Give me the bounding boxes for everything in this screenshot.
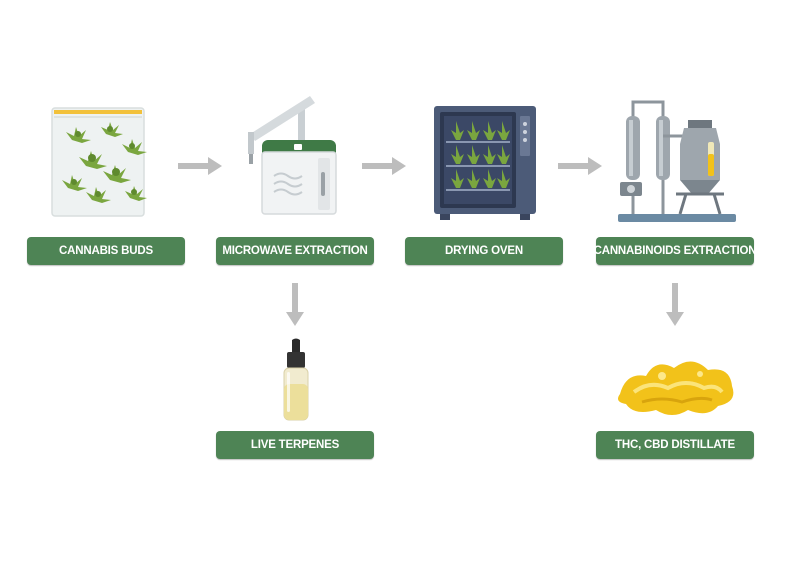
arrow-buds-to-microwave bbox=[178, 157, 222, 175]
drying-oven-icon bbox=[434, 106, 536, 220]
arrow-drying-to-cannabinoids bbox=[558, 157, 602, 175]
arrow-cannabinoids-to-distillate bbox=[666, 283, 684, 326]
microwave-extractor-icon bbox=[248, 96, 337, 215]
arrow-microwave-to-terpenes bbox=[286, 283, 304, 326]
dropper-bottle-icon bbox=[283, 338, 309, 421]
distillate-icon bbox=[618, 361, 734, 415]
label-microwave-extraction: MICROWAVE EXTRACTION bbox=[216, 237, 374, 265]
label-cannabinoids-extraction: CANNABINOIDS EXTRACTION bbox=[594, 237, 757, 265]
extraction-apparatus-icon bbox=[618, 100, 736, 222]
label-cannabis-buds: CANNABIS BUDS bbox=[27, 237, 185, 265]
label-live-terpenes: LIVE TERPENES bbox=[216, 431, 374, 459]
label-thc-cbd-distillate: THC, CBD DISTILLATE bbox=[596, 431, 754, 459]
arrow-microwave-to-drying bbox=[362, 157, 406, 175]
cannabis-bag-icon bbox=[51, 107, 147, 217]
label-drying-oven: DRYING OVEN bbox=[405, 237, 563, 265]
